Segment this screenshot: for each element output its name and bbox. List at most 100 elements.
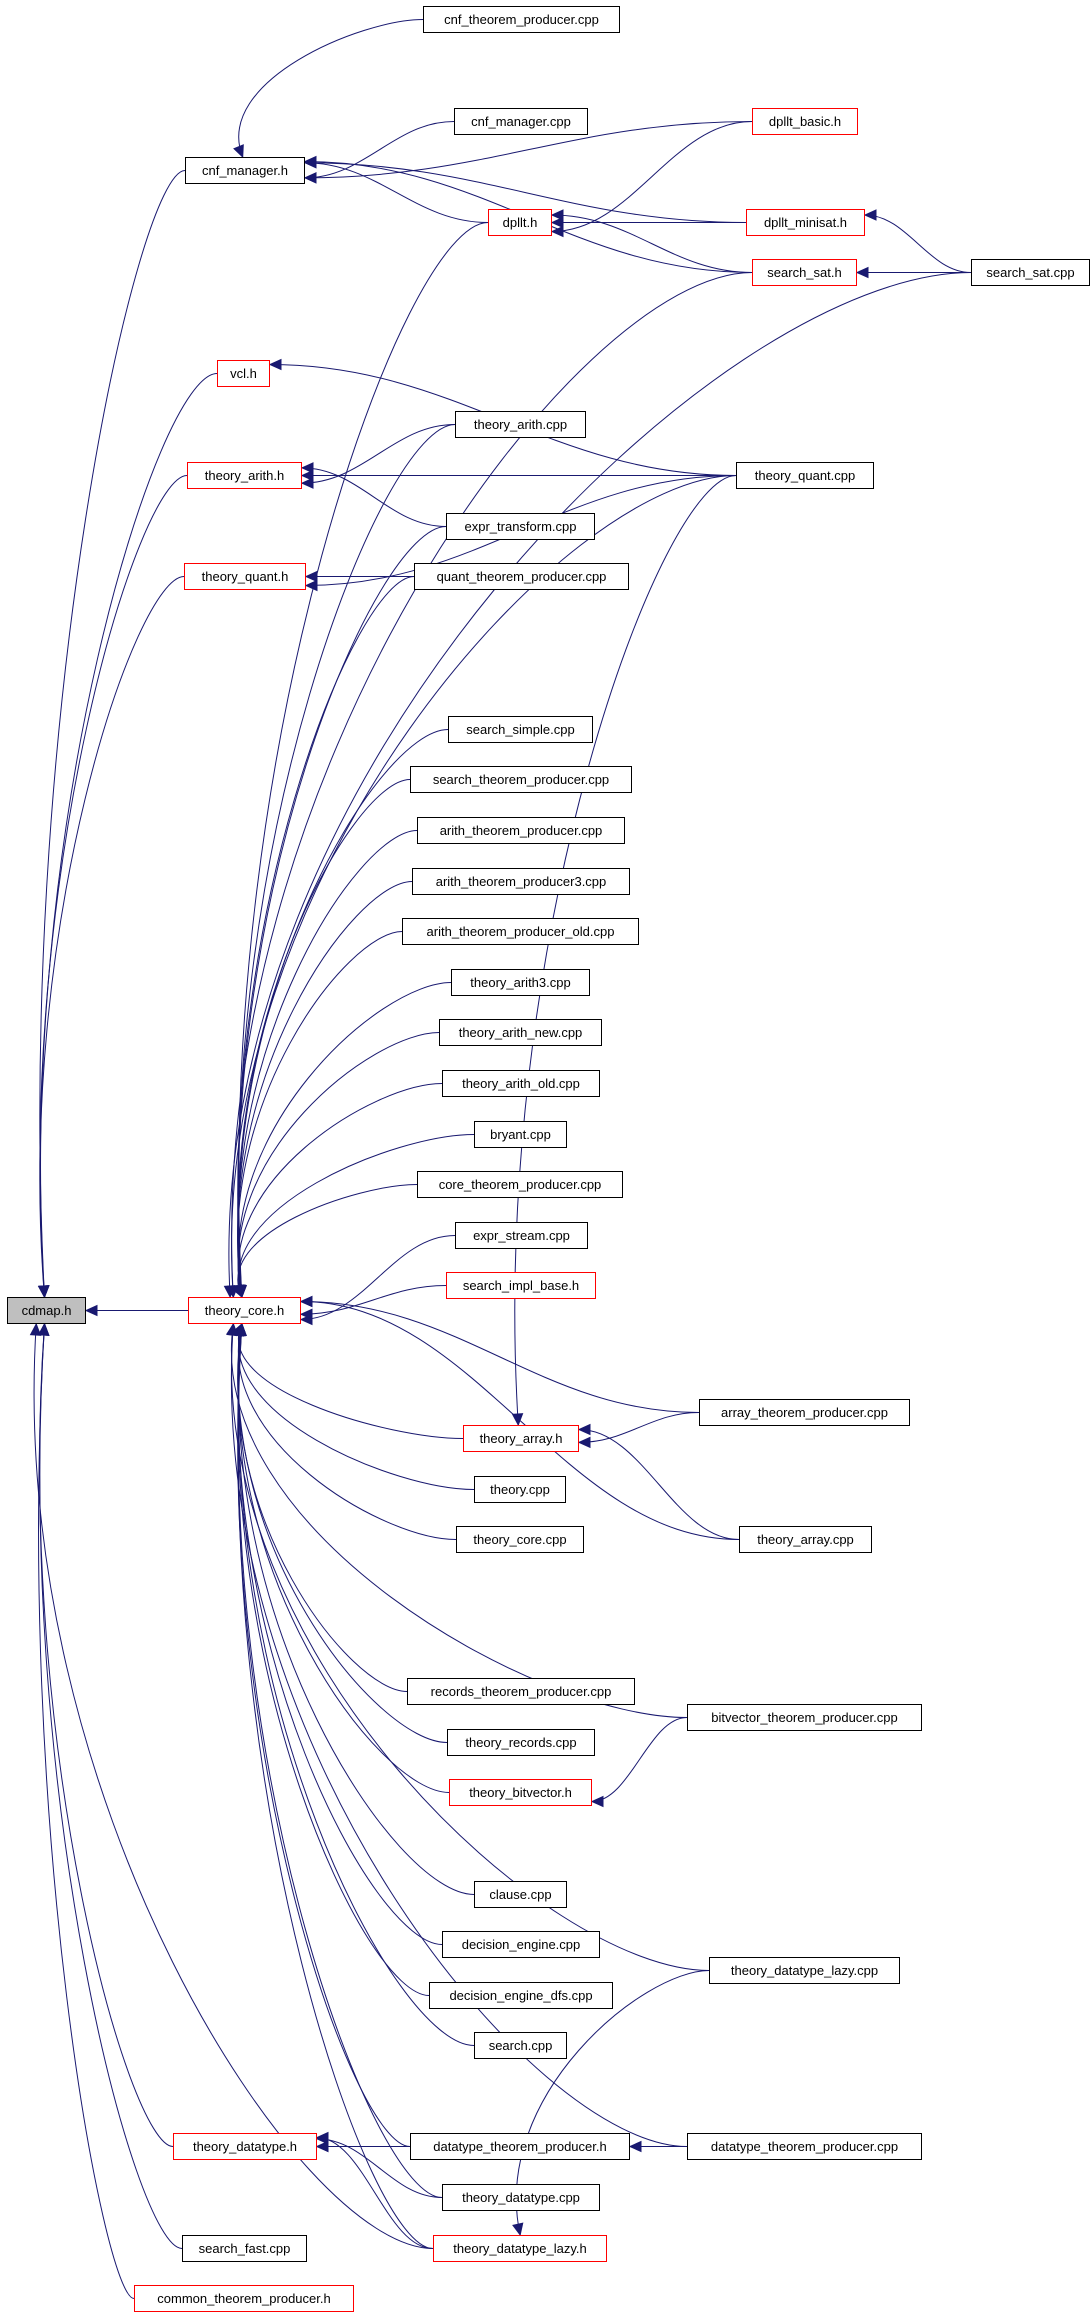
arrowhead-icon <box>303 172 317 184</box>
node-theory-quant-h[interactable]: theory_quant.h <box>184 563 306 590</box>
node-label: quant_theorem_producer.cpp <box>436 569 607 584</box>
node-label: expr_stream.cpp <box>473 1228 570 1243</box>
node-label: arith_theorem_producer3.cpp <box>435 874 607 889</box>
node-quant-theorem-producer-cpp[interactable]: quant_theorem_producer.cpp <box>414 563 629 590</box>
node-cnf-theorem-producer-cpp[interactable]: cnf_theorem_producer.cpp <box>423 6 620 33</box>
node-theory-datatype-cpp[interactable]: theory_datatype.cpp <box>442 2184 600 2211</box>
edge-vcl-h-to-cdmap-h <box>40 373 218 1298</box>
node-theory-bitvector-h[interactable]: theory_bitvector.h <box>449 1779 592 1806</box>
node-theory-core-cpp[interactable]: theory_core.cpp <box>456 1526 584 1553</box>
arrowhead-icon <box>37 1285 50 1299</box>
arrowhead-icon <box>300 462 314 474</box>
node-bitvector-theorem-producer-cpp[interactable]: bitvector_theorem_producer.cpp <box>687 1704 922 1731</box>
node-dpllt-h[interactable]: dpllt.h <box>488 209 552 236</box>
node-label: theory_records.cpp <box>465 1735 577 1750</box>
edge-search-cpp-to-theory-core-h <box>238 1323 475 2046</box>
edge-array-theorem-producer-cpp-to-theory-core-h <box>300 1301 700 1413</box>
node-theory-datatype-h[interactable]: theory_datatype.h <box>173 2133 317 2160</box>
node-decision-engine-cpp[interactable]: decision_engine.cpp <box>442 1931 600 1958</box>
node-expr-stream-cpp[interactable]: expr_stream.cpp <box>455 1222 588 1249</box>
node-theory-arith-old-cpp[interactable]: theory_arith_old.cpp <box>442 1070 600 1097</box>
node-arith-theorem-producer-old-cpp[interactable]: arith_theorem_producer_old.cpp <box>402 918 639 945</box>
node-theory-datatype-lazy-h[interactable]: theory_datatype_lazy.h <box>433 2235 607 2262</box>
node-cdmap-h: cdmap.h <box>7 1297 86 1324</box>
node-search-cpp[interactable]: search.cpp <box>474 2032 567 2059</box>
node-vcl-h[interactable]: vcl.h <box>217 360 270 387</box>
edge-expr-transform-cpp-to-theory-arith-h <box>301 467 447 527</box>
node-search-fast-cpp[interactable]: search_fast.cpp <box>182 2235 307 2262</box>
node-label: cnf_manager.h <box>201 163 288 178</box>
edge-bitvector-theorem-producer-cpp-to-theory-core-h <box>230 1323 688 1718</box>
node-datatype-theorem-producer-h[interactable]: datatype_theorem_producer.h <box>410 2133 630 2160</box>
edge-dpllt-basic-h-to-cnf-manager-h <box>304 121 753 179</box>
node-label: search_fast.cpp <box>198 2241 291 2256</box>
node-label: theory_arith3.cpp <box>470 975 571 990</box>
node-decision-engine-dfs-cpp[interactable]: decision_engine_dfs.cpp <box>429 1982 613 2009</box>
node-theory-quant-cpp[interactable]: theory_quant.cpp <box>736 462 874 489</box>
edge-theory-arith-cpp-to-theory-arith-h <box>301 424 456 484</box>
node-bryant-cpp[interactable]: bryant.cpp <box>474 1121 567 1148</box>
arrowhead-icon <box>550 225 564 238</box>
arrowhead-icon <box>303 155 317 168</box>
arrowhead-icon <box>231 1284 243 1299</box>
arrowhead-icon <box>628 2140 642 2153</box>
node-theory-records-cpp[interactable]: theory_records.cpp <box>447 1729 595 1756</box>
node-label: theory_array.h <box>479 1431 563 1446</box>
edge-dpllt-basic-h-to-dpllt-h <box>551 121 753 232</box>
node-label: expr_transform.cpp <box>464 519 577 534</box>
node-records-theorem-producer-cpp[interactable]: records_theorem_producer.cpp <box>407 1678 635 1705</box>
edge-search-sat-cpp-to-dpllt-minisat-h <box>864 214 972 273</box>
node-clause-cpp[interactable]: clause.cpp <box>474 1881 567 1908</box>
node-search-sat-h[interactable]: search_sat.h <box>752 259 857 286</box>
node-theory-arith3-cpp[interactable]: theory_arith3.cpp <box>451 969 590 996</box>
node-theory-array-cpp[interactable]: theory_array.cpp <box>739 1526 872 1553</box>
node-cnf-manager-h[interactable]: cnf_manager.h <box>185 157 305 184</box>
node-theory-cpp[interactable]: theory.cpp <box>474 1476 566 1503</box>
arrowhead-icon <box>84 1304 98 1317</box>
node-theory-array-h[interactable]: theory_array.h <box>463 1425 579 1452</box>
node-theory-datatype-lazy-cpp[interactable]: theory_datatype_lazy.cpp <box>709 1957 900 1984</box>
node-theory-core-h[interactable]: theory_core.h <box>188 1297 301 1324</box>
edge-theory-datatype-lazy-cpp-to-theory-core-h <box>231 1323 710 1971</box>
edge-theory-datatype-lazy-cpp-to-theory-datatype-lazy-h <box>515 1970 710 2236</box>
node-search-theorem-producer-cpp[interactable]: search_theorem_producer.cpp <box>410 766 632 793</box>
node-common-theorem-producer-h[interactable]: common_theorem_producer.h <box>134 2285 354 2312</box>
edge-theory-datatype-cpp-to-theory-core-h <box>237 1323 443 2198</box>
node-label: theory.cpp <box>490 1482 550 1497</box>
arrowhead-icon <box>299 1295 313 1308</box>
arrowhead-icon <box>304 570 318 583</box>
arrowhead-icon <box>300 469 314 482</box>
node-label: search_theorem_producer.cpp <box>432 772 610 787</box>
node-label: dpllt_minisat.h <box>763 215 848 230</box>
node-search-simple-cpp[interactable]: search_simple.cpp <box>448 716 593 743</box>
node-theory-arith-cpp[interactable]: theory_arith.cpp <box>455 411 586 438</box>
edge-search-sat-cpp-to-theory-core-h <box>228 272 972 1298</box>
node-datatype-theorem-producer-cpp[interactable]: datatype_theorem_producer.cpp <box>687 2133 922 2160</box>
node-cnf-manager-cpp[interactable]: cnf_manager.cpp <box>454 108 588 135</box>
edge-core-theorem-producer-cpp-to-theory-core-h <box>237 1184 418 1298</box>
node-core-theorem-producer-cpp[interactable]: core_theorem_producer.cpp <box>417 1171 623 1198</box>
node-search-sat-cpp[interactable]: search_sat.cpp <box>971 259 1090 286</box>
edge-datatype-theorem-producer-cpp-to-theory-core-h <box>231 1323 688 2147</box>
node-dpllt-basic-h[interactable]: dpllt_basic.h <box>752 108 858 135</box>
node-arith-theorem-producer-cpp[interactable]: arith_theorem_producer.cpp <box>417 817 625 844</box>
node-theory-arith-new-cpp[interactable]: theory_arith_new.cpp <box>439 1019 602 1046</box>
arrowhead-icon <box>590 1795 604 1808</box>
node-theory-arith-h[interactable]: theory_arith.h <box>187 462 302 489</box>
edge-theory-cpp-to-theory-core-h <box>238 1323 475 1490</box>
node-expr-transform-cpp[interactable]: expr_transform.cpp <box>446 513 595 540</box>
node-label: bryant.cpp <box>490 1127 551 1142</box>
node-dpllt-minisat-h[interactable]: dpllt_minisat.h <box>746 209 865 236</box>
node-label: theory_quant.h <box>201 569 289 584</box>
edge-dpllt-minisat-h-to-cnf-manager-h <box>304 162 747 223</box>
node-label: theory_arith.h <box>204 468 285 483</box>
node-arith-theorem-producer3-cpp[interactable]: arith_theorem_producer3.cpp <box>412 868 630 895</box>
node-label: decision_engine.cpp <box>461 1937 581 1952</box>
edge-search-theorem-producer-cpp-to-theory-core-h <box>237 779 411 1298</box>
node-search-impl-base-h[interactable]: search_impl_base.h <box>446 1272 596 1299</box>
node-array-theorem-producer-cpp[interactable]: array_theorem_producer.cpp <box>699 1399 910 1426</box>
node-label: theory_arith_old.cpp <box>462 1076 580 1091</box>
edge-search-sat-h-to-dpllt-h <box>551 214 753 273</box>
